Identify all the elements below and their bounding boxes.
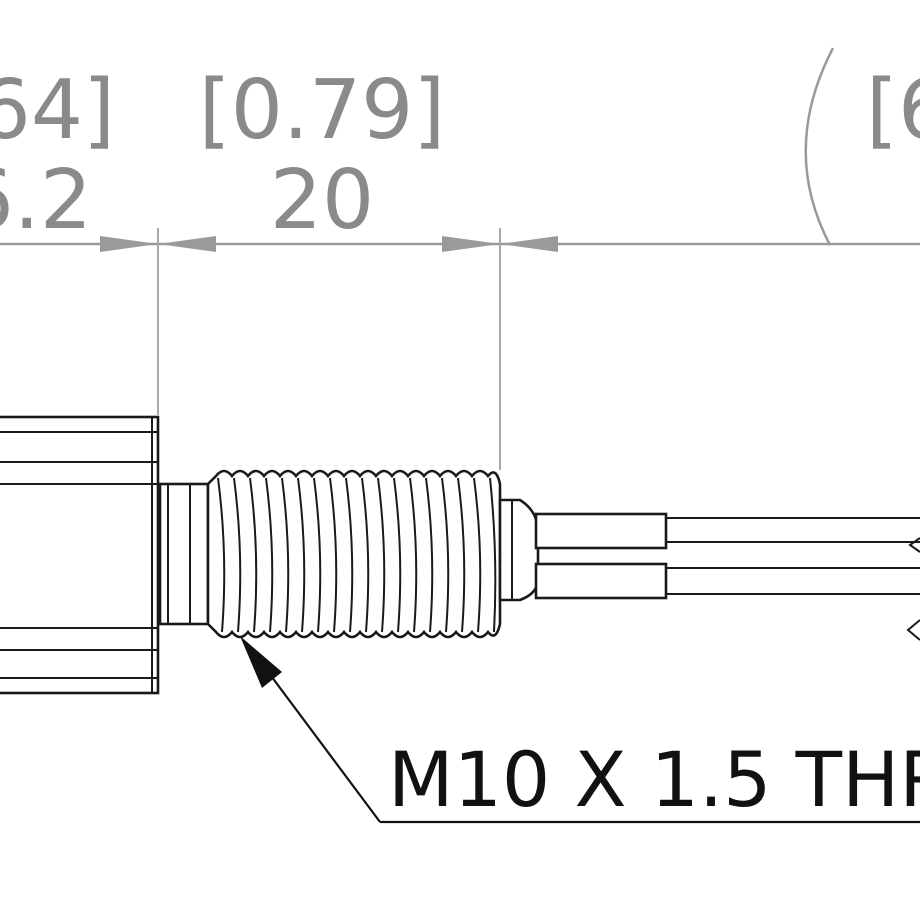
dim-middle-mm-text: 20: [270, 153, 374, 248]
tip-collar: [498, 498, 540, 602]
callout-arrowhead: [240, 636, 282, 688]
reference-paren-arc: [804, 47, 835, 246]
threaded-section: [206, 469, 502, 639]
arrow-right-dim-start: [500, 236, 558, 252]
hex-body: [0, 415, 160, 695]
thread-relief: [158, 482, 210, 626]
dim-middle-inch-text: [0.79]: [199, 63, 446, 158]
dim-left-inch-text: [1.64]: [0, 63, 115, 158]
thread-callout-leader: [240, 636, 920, 824]
thread-callout-text: M10 X 1.5 THR: [388, 735, 920, 824]
arrow-left-dim-end: [100, 236, 158, 252]
arrow-middle-dim-end: [442, 236, 500, 252]
lead-wires: [534, 512, 920, 641]
dim-right-inch-text: [6: [866, 63, 920, 158]
dim-left-mm-text: 26.2: [0, 153, 92, 248]
arrow-middle-dim-start: [158, 236, 216, 252]
